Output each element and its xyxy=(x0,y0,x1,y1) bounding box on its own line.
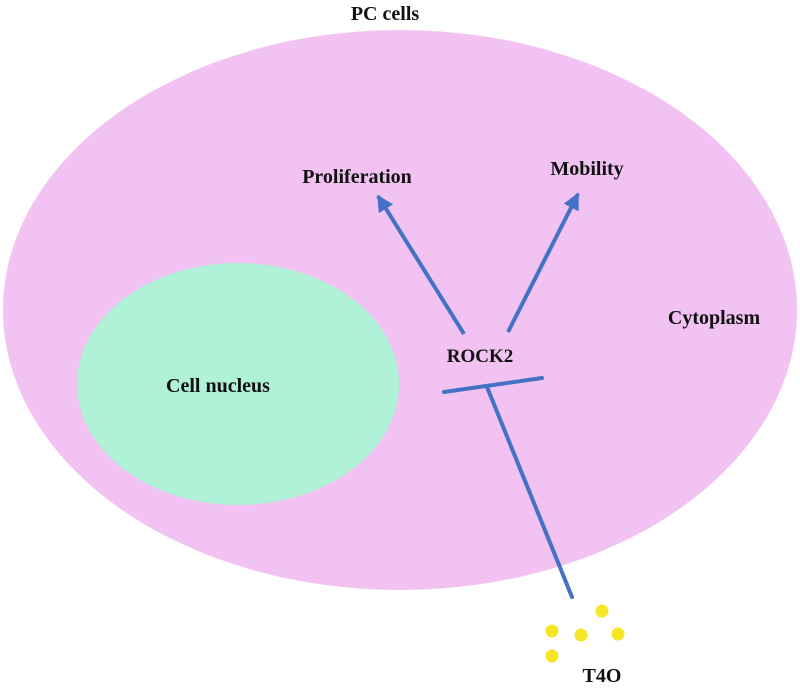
diagram-title: PC cells xyxy=(351,3,420,25)
t4o-molecule-dot xyxy=(595,604,609,618)
t4o-molecule-dot xyxy=(611,627,625,641)
inhibition-bar xyxy=(442,376,544,394)
arrow-rock2-to-proliferation xyxy=(376,194,466,336)
cytoplasm-label: Cytoplasm xyxy=(668,307,761,329)
inhibition-line-t4o-to-rock2 xyxy=(485,385,574,599)
arrow-rock2-to-mobility xyxy=(506,192,580,333)
rock2-label: ROCK2 xyxy=(447,346,514,367)
mobility-label: Mobility xyxy=(550,158,623,180)
proliferation-label: Proliferation xyxy=(302,166,412,188)
cell-nucleus xyxy=(77,263,399,505)
t4o-molecule-dot xyxy=(545,649,559,663)
nucleus-label: Cell nucleus xyxy=(166,375,270,397)
t4o-label: T4O xyxy=(583,665,622,687)
t4o-molecule-dot xyxy=(574,628,588,642)
t4o-molecule-dot xyxy=(545,624,559,638)
t4o-molecules xyxy=(545,604,625,663)
